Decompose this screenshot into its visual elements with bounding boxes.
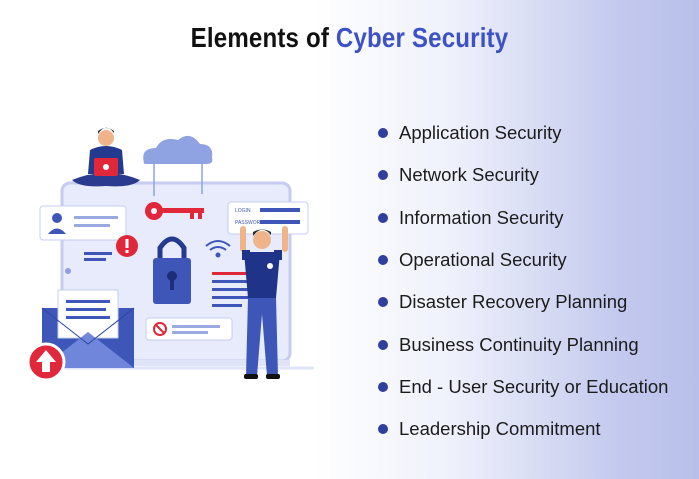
user-profile-icon — [39, 205, 127, 241]
key-icon — [145, 202, 204, 220]
login-label: LOGIN — [235, 208, 251, 214]
list-item: Leadership Commitment — [378, 408, 668, 450]
bullet-icon — [378, 255, 388, 266]
list-item-label: Disaster Recovery Planning — [399, 291, 628, 313]
padlock-icon — [153, 236, 191, 304]
document-lines — [84, 252, 250, 307]
title-accent: Cyber Security — [335, 22, 509, 53]
password-label: PASSWORD — [235, 220, 264, 226]
list-item: End - User Security or Education — [378, 366, 668, 408]
blocked-icon — [145, 317, 233, 341]
list-item: Business Continuity Planning — [378, 323, 668, 365]
upload-arrow-icon — [26, 342, 66, 382]
list-item-label: Application Security — [399, 122, 562, 144]
list-item-label: Business Continuity Planning — [399, 333, 639, 355]
person-with-laptop — [72, 127, 140, 187]
list-item: Application Security — [378, 112, 668, 154]
login-card: LOGIN PASSWORD — [227, 201, 309, 235]
bullet-icon — [378, 128, 388, 139]
list-item-label: End - User Security or Education — [399, 375, 669, 397]
bullet-icon — [378, 212, 388, 223]
list-item: Network Security — [378, 154, 668, 196]
bullet-icon — [378, 339, 388, 350]
page-title: Elements of Cyber Security — [49, 22, 650, 54]
bullet-icon — [378, 424, 388, 435]
cloud-icon — [143, 135, 213, 196]
wifi-icon — [205, 240, 231, 258]
security-elements-list: Application Security Network Security In… — [378, 112, 668, 450]
bullet-icon — [378, 170, 388, 181]
bullet-icon — [378, 297, 388, 308]
bullet-icon — [378, 381, 388, 392]
person-standing — [240, 226, 288, 379]
list-item-label: Information Security — [399, 206, 564, 228]
list-item-label: Network Security — [399, 164, 539, 186]
list-item: Disaster Recovery Planning — [378, 281, 668, 323]
security-illustration: LOGIN PASSWORD — [26, 127, 314, 382]
list-item-label: Leadership Commitment — [399, 418, 601, 440]
list-item-label: Operational Security — [399, 249, 567, 271]
title-prefix: Elements of — [190, 22, 330, 53]
list-item: Operational Security — [378, 239, 668, 281]
list-item: Information Security — [378, 197, 668, 239]
warning-icon — [116, 235, 138, 257]
